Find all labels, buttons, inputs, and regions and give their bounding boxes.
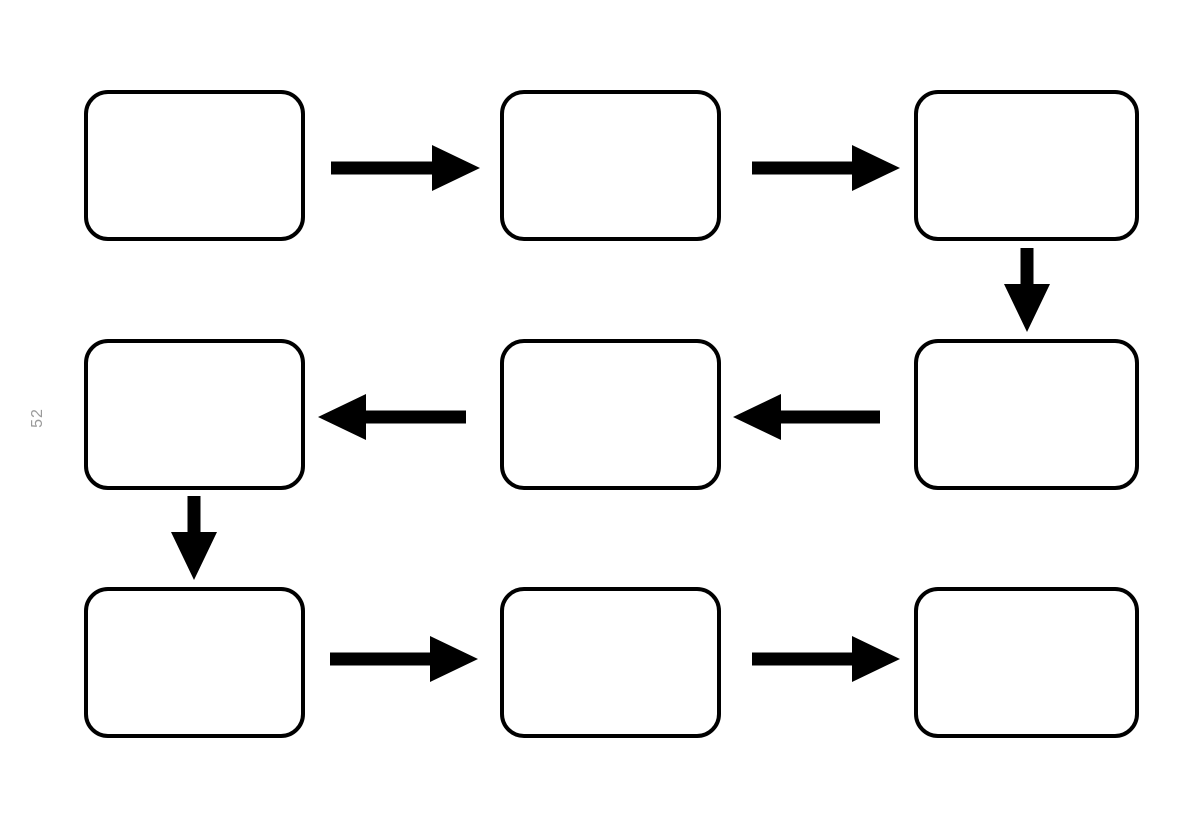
flowchart-arrows-group: [171, 145, 1050, 682]
flowchart-boxes-group: [84, 90, 1139, 738]
arrow-r3c1-to-r3c2: [330, 636, 478, 682]
box-r2c3[interactable]: [914, 339, 1139, 490]
arrow-r1c1-to-r1c2: [331, 145, 480, 191]
arrow-r2c3-to-r2c2: [733, 394, 880, 440]
box-r2c1[interactable]: [84, 339, 305, 490]
arrow-r2c1-to-r3c1: [171, 496, 217, 580]
box-r3c3[interactable]: [914, 587, 1139, 738]
arrow-r3c2-to-r3c3: [752, 636, 900, 682]
box-r2c2[interactable]: [500, 339, 721, 490]
box-r1c3[interactable]: [914, 90, 1139, 241]
box-r1c2[interactable]: [500, 90, 721, 241]
box-r3c1[interactable]: [84, 587, 305, 738]
box-r1c1[interactable]: [84, 90, 305, 241]
box-r3c2[interactable]: [500, 587, 721, 738]
arrow-r2c2-to-r2c1: [318, 394, 466, 440]
arrow-r1c3-to-r2c3: [1004, 248, 1050, 332]
arrow-r1c2-to-r1c3: [752, 145, 900, 191]
